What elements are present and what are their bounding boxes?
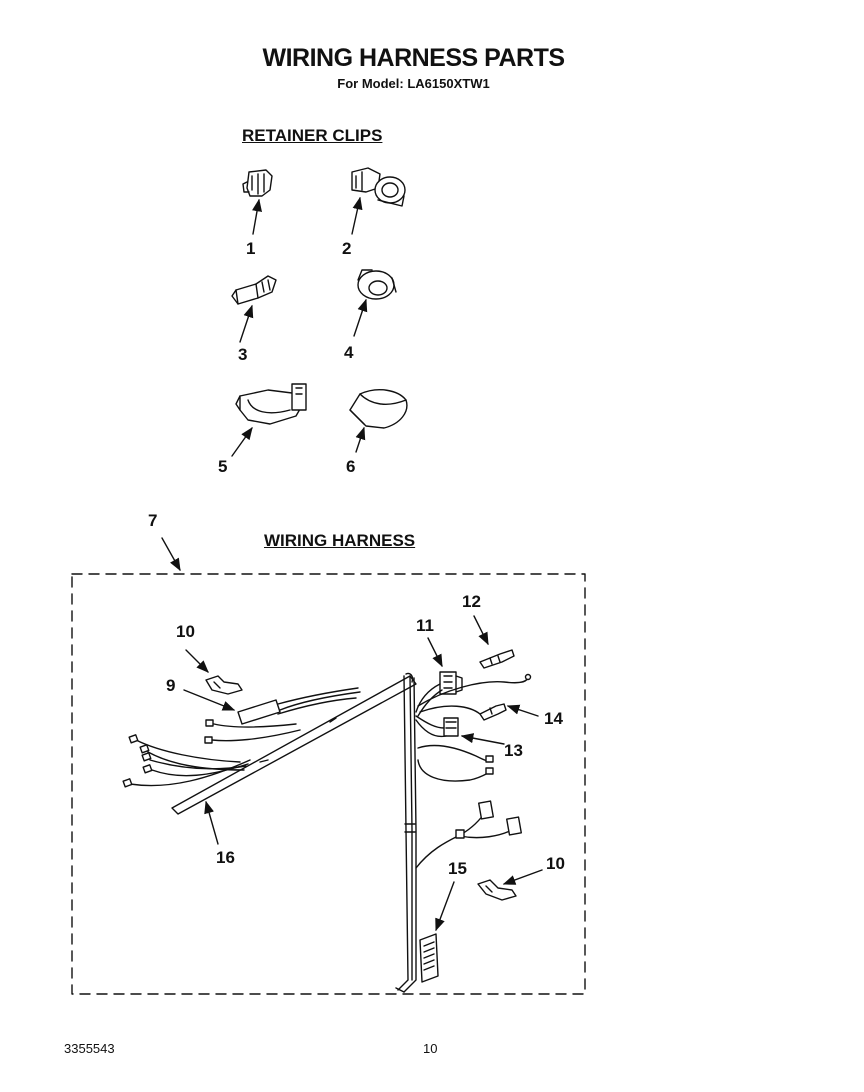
connector-15-icon (420, 934, 438, 982)
terminal-12-icon (480, 650, 514, 668)
callout-3: 3 (238, 345, 248, 364)
callout-10-upper: 10 (176, 622, 195, 641)
callout-16: 16 (216, 848, 235, 867)
terminal-10-upper-icon (206, 676, 242, 694)
retainer-clips-heading: RETAINER CLIPS (242, 126, 383, 145)
callout-11: 11 (416, 616, 434, 635)
callout-arrows (162, 196, 542, 932)
callout-13: 13 (504, 741, 523, 760)
model-subtitle: For Model: LA6150XTW1 (337, 76, 490, 91)
connector-11-icon (416, 672, 462, 716)
terminal-10-lower-icon (478, 880, 516, 900)
callout-12: 12 (462, 592, 481, 611)
harness-boundary (72, 574, 585, 994)
page-number: 10 (423, 1041, 438, 1056)
lower-right-wire-leads (416, 746, 521, 868)
page-title: WIRING HARNESS PARTS (262, 44, 565, 72)
connector-13-icon (416, 716, 458, 736)
callout-15: 15 (448, 859, 467, 878)
callout-5: 5 (218, 457, 228, 476)
document-part-number: 3355543 (64, 1041, 115, 1056)
callout-7: 7 (148, 511, 158, 530)
retainer-clip-2-icon (352, 168, 405, 206)
left-wire-leads (130, 724, 300, 786)
callout-6: 6 (346, 457, 356, 476)
retainer-clip-3-icon (232, 276, 276, 304)
retainer-clip-5-icon (236, 384, 306, 424)
callout-14: 14 (544, 709, 563, 728)
retainer-clip-1-icon (243, 170, 272, 196)
callout-2: 2 (342, 239, 352, 258)
callout-10-lower: 10 (546, 854, 565, 873)
wiring-harness-heading: WIRING HARNESS (264, 531, 416, 550)
callout-1: 1 (246, 239, 256, 258)
retainer-clip-6-icon (350, 390, 407, 428)
callout-9: 9 (166, 676, 176, 695)
retainer-clip-4-icon (358, 270, 396, 299)
callout-4: 4 (344, 343, 354, 362)
connector-9-icon (238, 688, 360, 724)
vertical-harness-bundle (396, 676, 416, 992)
main-harness-trunk (172, 673, 416, 814)
terminal-14-icon (418, 675, 531, 721)
